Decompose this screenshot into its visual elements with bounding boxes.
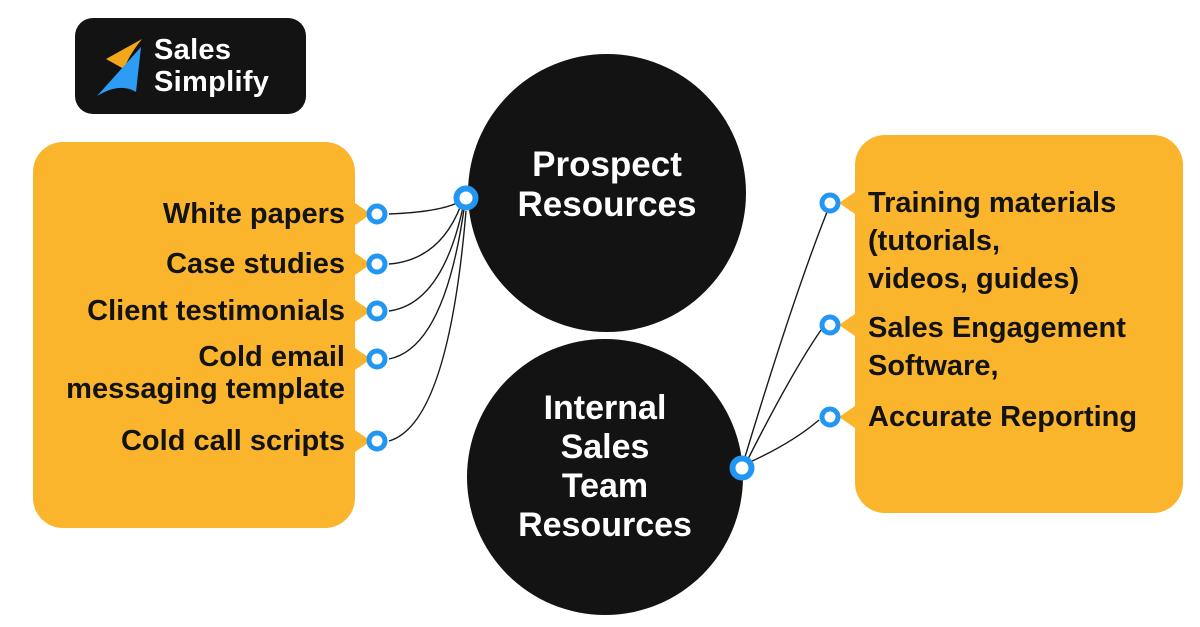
left-connector-dots	[366, 203, 388, 452]
hub-dot-internal	[729, 455, 755, 481]
prospect-resources-panel	[33, 142, 355, 528]
connector-line	[747, 329, 822, 460]
pointer-arrow	[355, 253, 371, 275]
connector-dot	[819, 192, 841, 214]
node-prospect-resources: Prospect Resources	[468, 54, 746, 332]
node-label-line: Resources	[518, 506, 692, 544]
node-label-line: Resources	[517, 185, 697, 224]
internal-resources-panel	[855, 135, 1183, 513]
connector-dot	[366, 253, 388, 275]
connector-dot	[366, 430, 388, 452]
connector-dot	[366, 300, 388, 322]
connector-line	[388, 206, 464, 312]
list-item-white-papers: White papers	[162, 198, 345, 230]
node-internal-sales-team-resources: Internal Sales Team Resources	[467, 339, 743, 615]
node-label-line: Internal	[543, 389, 667, 427]
right-pointer-arrows	[839, 192, 855, 428]
logo-text-line1: Sales	[154, 34, 232, 66]
logo-wordmark: Sales Simplify	[154, 34, 269, 98]
connector-line	[388, 210, 467, 442]
connector-dot	[819, 314, 841, 336]
connector-dot	[366, 203, 388, 225]
sales-simplify-logo-icon	[97, 39, 142, 96]
list-item-cold-email-template: Cold email messaging template	[66, 341, 345, 405]
pointer-arrow	[355, 430, 371, 452]
connector-line	[388, 208, 465, 360]
list-item-sales-engagement-software: Sales Engagement Software,	[868, 312, 1126, 382]
list-item-client-testimonials: Client testimonials	[87, 295, 345, 327]
list-item-cold-call-scripts: Cold call scripts	[120, 425, 345, 457]
connector-line	[388, 204, 462, 265]
node-label-line: Sales	[560, 428, 650, 466]
list-item-training-materials: Training materials (tutorials, videos, g…	[868, 187, 1117, 295]
connector-line	[749, 419, 820, 463]
connector-dot	[819, 406, 841, 428]
node-label-line: Team	[561, 467, 649, 505]
connector-dot	[366, 348, 388, 370]
connector-line	[744, 211, 828, 458]
pointer-arrow	[839, 314, 855, 336]
pointer-arrow	[355, 348, 371, 370]
hub-dot-prospect	[453, 185, 479, 211]
pointer-arrow	[355, 203, 371, 225]
pointer-arrow	[839, 192, 855, 214]
left-pointer-arrows	[355, 203, 371, 452]
sales-simplify-logo: Sales Simplify	[75, 18, 306, 114]
pointer-arrow	[839, 406, 855, 428]
logo-text-line2: Simplify	[154, 66, 270, 98]
node-label-line: Prospect	[532, 145, 682, 184]
right-connector-dots	[819, 192, 841, 428]
list-item-accurate-reporting: Accurate Reporting	[868, 401, 1138, 433]
left-connector-lines	[388, 201, 467, 442]
right-connector-lines	[744, 211, 828, 463]
connector-line	[388, 201, 460, 215]
list-item-case-studies: Case studies	[166, 248, 345, 280]
pointer-arrow	[355, 300, 371, 322]
